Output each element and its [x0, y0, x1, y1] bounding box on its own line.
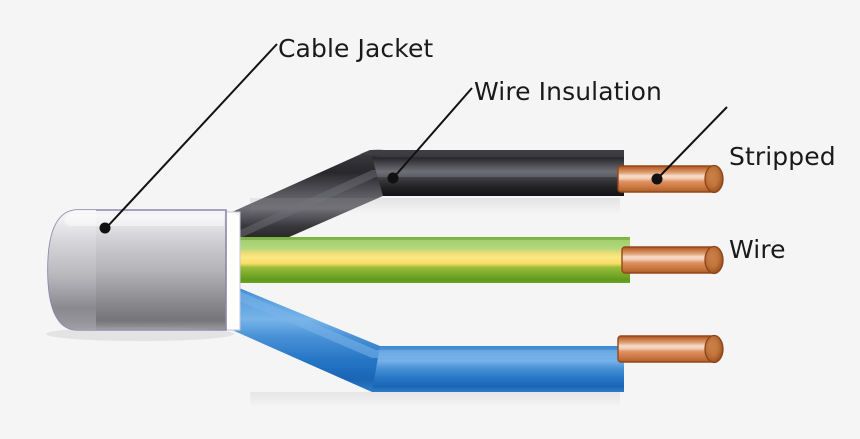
wire-green-yellow-top-edge	[232, 237, 630, 240]
leader-lines	[99, 43, 728, 234]
conductor-black-tip-inner	[710, 172, 718, 186]
jacket-shadow	[46, 327, 234, 341]
wire-blue-highlight	[232, 288, 624, 358]
label-stripped-wire: Stripped Wire	[729, 79, 836, 327]
conductor-green-body	[622, 247, 714, 273]
leader-dot-cable-jacket	[99, 222, 111, 234]
label-stripped-wire-line2: Wire	[729, 235, 786, 264]
label-cable-jacket: Cable Jacket	[278, 34, 434, 63]
conductor-black-body	[618, 166, 714, 192]
wire-black-top-bevel	[360, 149, 624, 157]
conductor-green-tip-inner	[710, 253, 718, 267]
leader-line-wire-insulation	[394, 87, 473, 177]
leader-line-stripped-wire	[658, 106, 728, 178]
conductor-blue-wire	[617, 334, 724, 364]
wire-green-yellow	[232, 237, 630, 283]
leader-dot-wire-insulation	[387, 172, 399, 184]
conductor-green-wire	[621, 245, 724, 275]
wire-green-yellow-body	[232, 237, 630, 283]
wire-blue-shadow	[250, 392, 620, 408]
wire-black-shadow	[250, 198, 620, 214]
label-wire-insulation: Wire Insulation	[474, 77, 662, 106]
cable-jacket	[47, 209, 241, 331]
wire-blue	[232, 285, 624, 392]
conductor-black-wire	[617, 164, 724, 194]
jacket-top-sheen	[64, 214, 224, 226]
leader-dot-stripped-wire	[651, 173, 663, 185]
conductor-blue-tip-inner	[710, 342, 718, 356]
label-stripped-wire-line1: Stripped	[729, 142, 836, 171]
conductor-blue-body	[618, 336, 714, 362]
jacket-left-cap	[48, 210, 96, 330]
leader-line-cable-jacket	[106, 43, 278, 228]
wire-green-yellow-end-cap	[596, 237, 626, 283]
